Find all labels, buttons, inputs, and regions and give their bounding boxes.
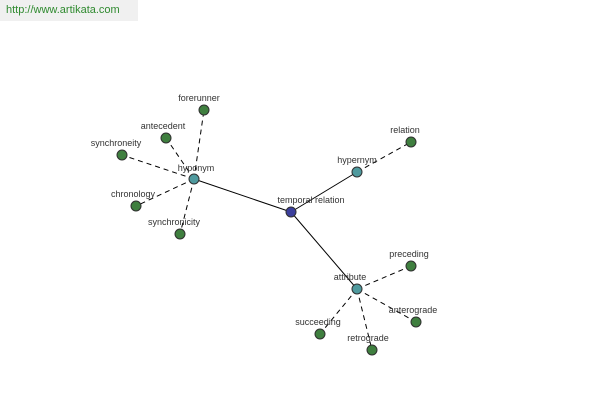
label-succeeding[interactable]: succeeding <box>295 317 341 327</box>
node-retrograde[interactable] <box>366 344 378 356</box>
label-preceding[interactable]: preceding <box>389 249 429 259</box>
edge-attribute-succeeding <box>319 288 358 335</box>
edge-attribute-preceding <box>356 265 412 290</box>
label-chronology[interactable]: chronology <box>111 189 156 199</box>
nodes-layer <box>116 104 422 356</box>
edge-temporal-relation-attribute <box>290 211 358 290</box>
label-relation[interactable]: relation <box>390 125 420 135</box>
label-anterograde[interactable]: anterograde <box>389 305 438 315</box>
node-attribute[interactable] <box>351 283 363 295</box>
label-synchronicity[interactable]: synchronicity <box>148 217 201 227</box>
url-label[interactable]: http://www.artikata.com <box>0 0 138 21</box>
labels-layer: temporal relation hyponym forerunner antece… <box>91 93 438 343</box>
edge-hyponym-synchroneity <box>121 154 195 180</box>
node-hyponym[interactable] <box>188 173 200 185</box>
edge-temporal-relation-hypernym <box>290 171 358 213</box>
label-hyponym[interactable]: hyponym <box>178 163 215 173</box>
edge-attribute-anterograde <box>356 288 417 323</box>
label-antecedent[interactable]: antecedent <box>141 121 186 131</box>
edges-layer <box>121 109 417 351</box>
label-attribute[interactable]: attribute <box>334 272 367 282</box>
node-temporal-relation[interactable] <box>285 206 297 218</box>
edge-temporal-relation-hyponym <box>193 178 292 213</box>
label-hypernym[interactable]: hypernym <box>337 155 377 165</box>
node-synchroneity[interactable] <box>116 149 128 161</box>
node-preceding[interactable] <box>405 260 417 272</box>
edge-hypernym-relation <box>356 141 412 173</box>
node-forerunner[interactable] <box>198 104 210 116</box>
edge-hyponym-synchronicity <box>179 178 195 235</box>
edge-attribute-retrograde <box>356 288 373 351</box>
node-anterograde[interactable] <box>410 316 422 328</box>
label-forerunner[interactable]: forerunner <box>178 93 220 103</box>
node-chronology[interactable] <box>130 200 142 212</box>
label-retrograde[interactable]: retrograde <box>347 333 389 343</box>
edge-hyponym-forerunner <box>193 109 205 180</box>
edge-hyponym-chronology <box>135 178 195 207</box>
node-succeeding[interactable] <box>314 328 326 340</box>
label-synchroneity[interactable]: synchroneity <box>91 138 142 148</box>
label-temporal-relation[interactable]: temporal relation <box>277 195 344 205</box>
node-synchronicity[interactable] <box>174 228 186 240</box>
node-antecedent[interactable] <box>160 132 172 144</box>
node-relation[interactable] <box>405 136 417 148</box>
node-hypernym[interactable] <box>351 166 363 178</box>
